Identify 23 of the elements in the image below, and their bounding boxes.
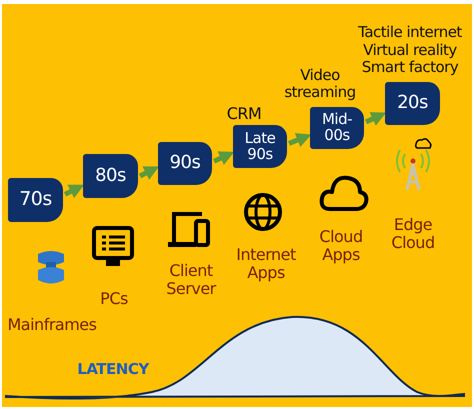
arrow xyxy=(64,184,84,198)
period-box: Late 90s xyxy=(233,125,287,168)
category-label: Edge Cloud xyxy=(390,216,436,253)
category-label: Client Server xyxy=(165,262,218,299)
latency-label: LATENCY xyxy=(76,361,150,378)
caption-text: Smart factory xyxy=(360,58,460,76)
period-box: 80s xyxy=(83,154,138,198)
caption-text: Virtual reality xyxy=(362,42,458,59)
arrow xyxy=(364,112,386,126)
caption-text: CRM xyxy=(226,105,262,124)
period-box: 20s xyxy=(385,82,440,125)
caption-text: Video streaming xyxy=(283,66,357,101)
category-label: Cloud Apps xyxy=(318,228,364,265)
arrow xyxy=(212,151,234,165)
category-label: Mainframes xyxy=(6,316,98,334)
arrow xyxy=(138,166,160,180)
caption-text: Tactile internet xyxy=(357,24,463,42)
period-box: Mid-00s xyxy=(310,107,364,149)
period-box: 70s xyxy=(8,178,63,222)
period-box: 90s xyxy=(158,142,212,185)
category-label: PCs xyxy=(99,290,129,308)
arrow xyxy=(288,133,312,147)
category-label: Internet Apps xyxy=(235,246,297,283)
